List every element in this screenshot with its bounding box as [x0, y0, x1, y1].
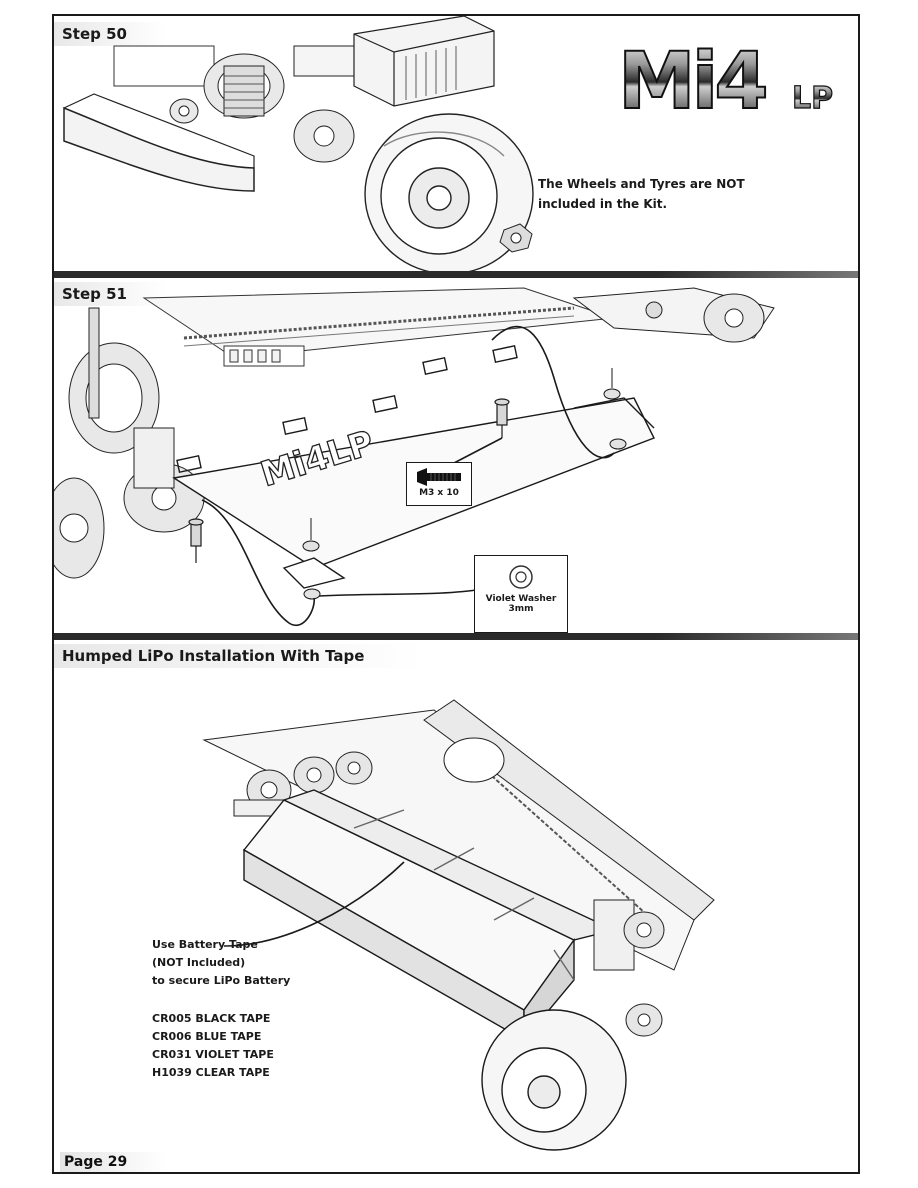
- instruction-line-2: (NOT Included): [152, 956, 246, 969]
- lipo-illustration: [202, 699, 715, 1151]
- logo-main-text: Mi4: [618, 37, 765, 126]
- washer-label-line-2: 3mm: [508, 604, 534, 614]
- step-51-divider: [54, 633, 858, 640]
- page-number: Page 29: [60, 1152, 168, 1172]
- page-frame: Step 50: [52, 14, 860, 1174]
- wheels-note-line-1: The Wheels and Tyres are NOT: [538, 177, 745, 191]
- screw-label: M3 x 10: [419, 488, 459, 498]
- wheels-note: The Wheels and Tyres are NOT included in…: [538, 174, 745, 214]
- step-51-illustration: Mi4LP: [54, 287, 775, 627]
- lipo-section: Humped LiPo Installation With Tape: [54, 640, 858, 1176]
- screw-icon: [417, 468, 461, 486]
- tape-item: CR005 BLACK TAPE: [152, 1012, 271, 1025]
- tape-item: CR006 BLUE TAPE: [152, 1030, 262, 1043]
- mi4lp-logo-graphic: Mi4 LP: [617, 36, 834, 128]
- step-50-illustration: [63, 16, 534, 275]
- instruction-line-1: Use Battery Tape: [152, 938, 258, 951]
- washer-icon: [509, 565, 533, 589]
- step-51-title: Step 51: [54, 282, 167, 306]
- screw-callout: M3 x 10: [406, 462, 472, 506]
- logo-suffix-text: LP: [792, 81, 833, 116]
- washer-label-line-1: Violet Washer: [485, 594, 557, 604]
- instruction-line-3: to secure LiPo Battery: [152, 974, 291, 987]
- wheels-note-line-2: included in the Kit.: [538, 197, 668, 211]
- tape-instructions: Use Battery Tape (NOT Included) to secur…: [152, 936, 290, 1082]
- tape-item: H1039 CLEAR TAPE: [152, 1066, 270, 1079]
- mi4lp-logo: Mi4 LP: [614, 36, 854, 128]
- instruction-gap: [152, 990, 290, 1010]
- tape-item: CR031 VIOLET TAPE: [152, 1048, 274, 1061]
- lipo-title: Humped LiPo Installation With Tape: [54, 644, 425, 668]
- step-50-section: Step 50: [54, 16, 858, 278]
- step-50-title: Step 50: [54, 22, 167, 46]
- step-50-divider: [54, 271, 858, 278]
- washer-callout: Violet Washer 3mm: [474, 555, 568, 633]
- step-51-section: Step 51: [54, 278, 858, 640]
